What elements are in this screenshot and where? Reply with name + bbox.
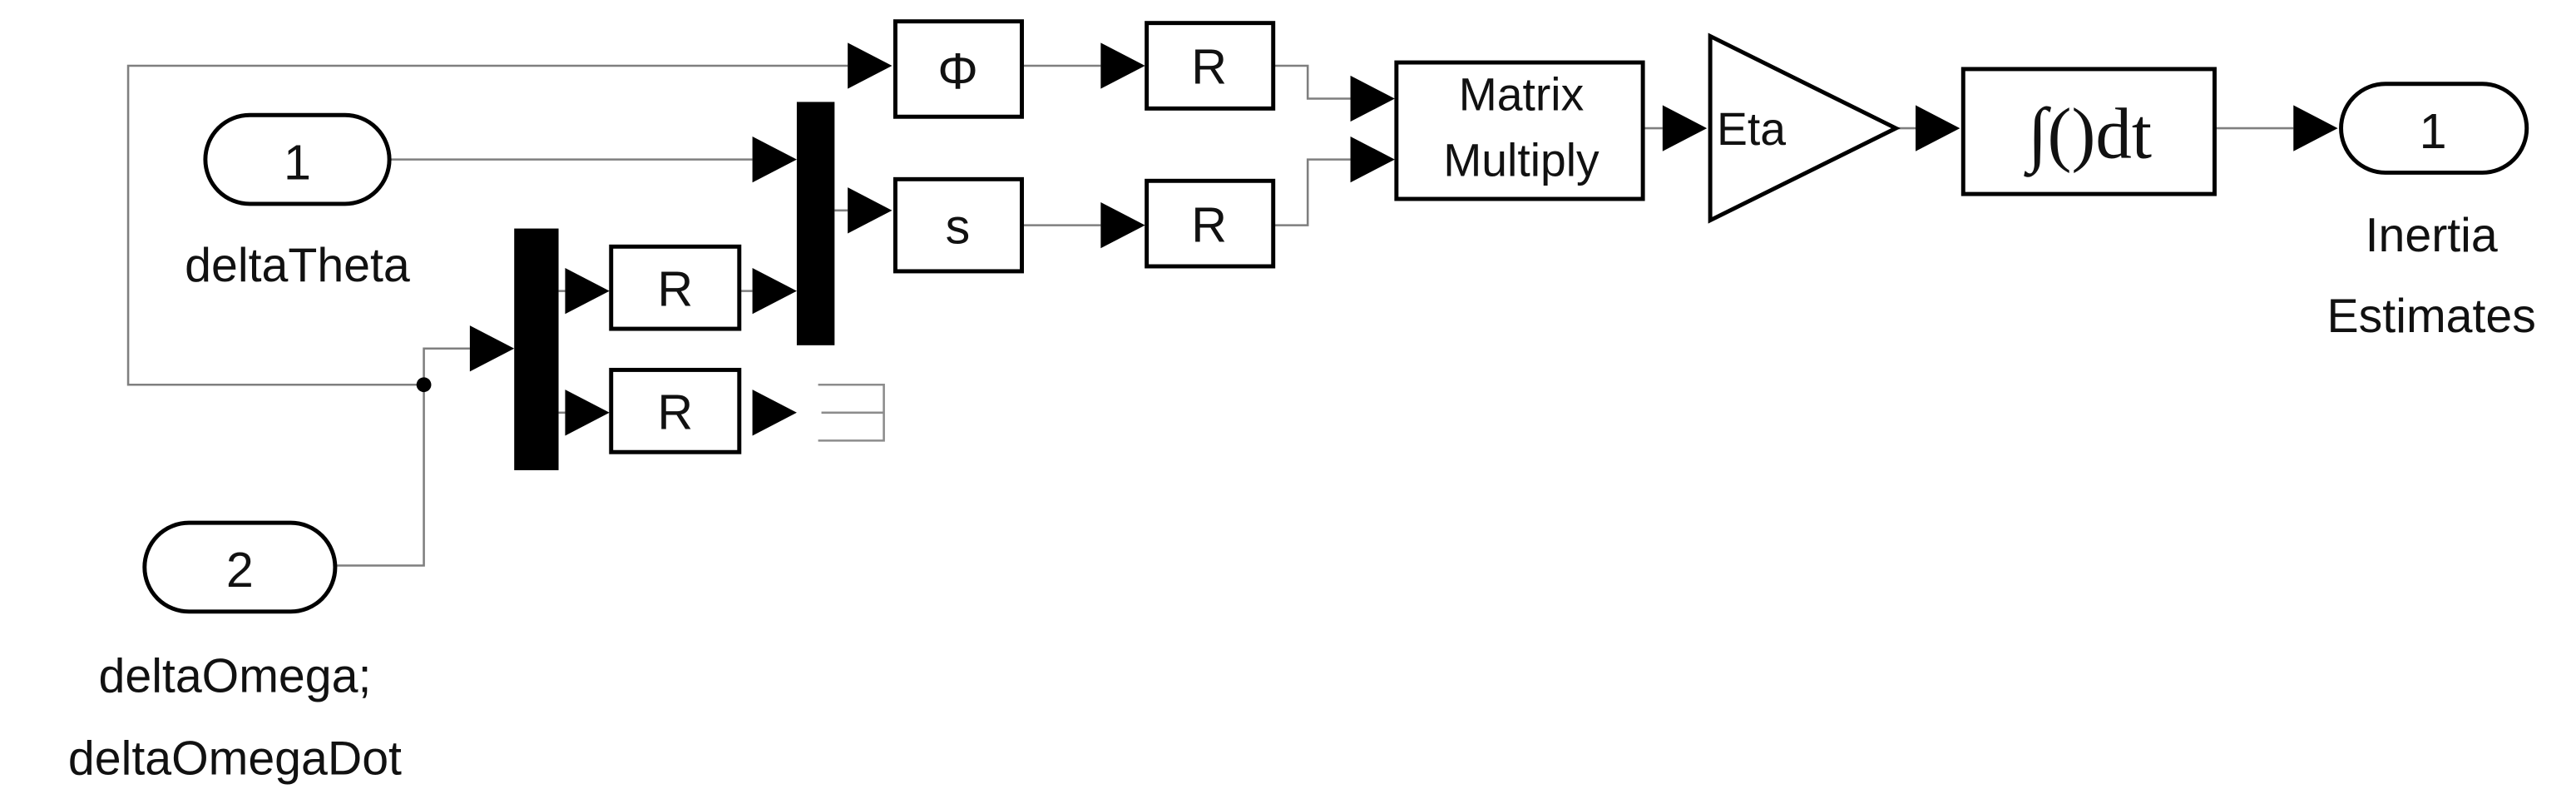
inport-1-label: deltaTheta — [185, 239, 410, 292]
inport-1-number: 1 — [284, 134, 311, 190]
r-block-3-shape[interactable] — [1145, 21, 1276, 111]
outport-inertia-estimates[interactable]: 1 Inertia Estimates — [2326, 82, 2536, 343]
arrow-into-matmul-1 — [1350, 75, 1395, 122]
s-block-label: s — [946, 198, 971, 254]
gain-block[interactable]: Eta — [1708, 32, 1901, 224]
arrow-into-r2 — [565, 390, 610, 436]
gain-block-label: Eta — [1717, 103, 1786, 155]
inport-2-number: 2 — [226, 542, 254, 598]
arrow-into-r4 — [1100, 201, 1145, 249]
arrowheads — [469, 42, 2338, 436]
inport-delta-theta[interactable]: 1 deltaTheta — [185, 112, 410, 292]
phi-block-shape[interactable] — [892, 19, 1024, 119]
arrow-into-outport — [2293, 105, 2338, 151]
s-block-shape[interactable] — [892, 176, 1024, 274]
arrow-into-r3 — [1100, 42, 1145, 89]
matrix-multiply-block[interactable]: Matrix Multiply — [1394, 60, 1645, 201]
integrator-block[interactable]: ∫()dt — [1960, 67, 2217, 196]
inport-2-label-line-1: deltaOmega; — [99, 650, 372, 703]
r-block-1[interactable]: R — [609, 244, 742, 331]
arrow-into-phi — [848, 42, 892, 89]
gain-block-shape[interactable] — [1708, 32, 1901, 224]
r-block-2[interactable]: R — [609, 367, 742, 454]
r-block-1-label: R — [657, 261, 693, 316]
arrow-into-r1 — [565, 267, 610, 315]
outport-shape[interactable] — [2339, 82, 2529, 175]
r-block-4-shape[interactable] — [1145, 178, 1276, 269]
arrow-into-matmul-2 — [1350, 136, 1395, 183]
arrow-into-terminator — [752, 390, 797, 436]
arrow-into-mux-upper-1 — [752, 136, 797, 183]
outport-number: 1 — [2420, 103, 2447, 159]
inport-delta-omega[interactable]: 2 deltaOmega; deltaOmegaDot — [68, 520, 402, 785]
arrow-into-integrator — [1915, 105, 1960, 151]
integrator-shape[interactable] — [1960, 67, 2217, 196]
arrow-into-gain — [1662, 105, 1708, 151]
outport-label-line-1: Inertia — [2366, 209, 2498, 262]
phi-block[interactable]: Φ — [892, 19, 1024, 119]
arrow-into-s — [848, 187, 892, 234]
arrow-into-mux-lower — [469, 325, 515, 372]
mux-lower[interactable] — [514, 228, 559, 470]
matrix-multiply-shape[interactable] — [1394, 60, 1645, 201]
wire-r3-to-matmul — [1273, 64, 1351, 100]
signal-lines — [126, 64, 2294, 567]
r-block-4-label: R — [1191, 196, 1227, 252]
outport-label-line-2: Estimates — [2326, 290, 2535, 343]
matrix-multiply-label-line-1: Matrix — [1459, 68, 1585, 120]
s-block[interactable]: s — [892, 176, 1024, 274]
wire-branch-to-phi — [126, 64, 848, 386]
wire-inport2-to-mux-lower — [334, 347, 470, 567]
r-block-2-shape[interactable] — [609, 367, 742, 454]
phi-block-label: Φ — [937, 43, 978, 100]
integrator-label: ∫()dt — [2024, 94, 2152, 178]
inport-1-shape[interactable] — [203, 112, 392, 206]
matrix-multiply-label-line-2: Multiply — [1443, 134, 1599, 186]
r-block-4[interactable]: R — [1145, 178, 1276, 269]
branch-point — [416, 377, 432, 393]
arrow-into-mux-upper-2 — [752, 267, 797, 315]
r-block-1-shape[interactable] — [609, 244, 742, 331]
r-block-3-label: R — [1191, 39, 1227, 95]
terminator[interactable] — [818, 383, 885, 442]
r-block-3[interactable]: R — [1145, 21, 1276, 111]
wire-r4-to-matmul — [1273, 158, 1351, 226]
r-block-2-label: R — [657, 385, 693, 440]
inport-2-label-line-2: deltaOmegaDot — [68, 732, 402, 785]
inport-2-shape[interactable] — [142, 520, 338, 614]
mux-upper[interactable] — [796, 102, 835, 345]
